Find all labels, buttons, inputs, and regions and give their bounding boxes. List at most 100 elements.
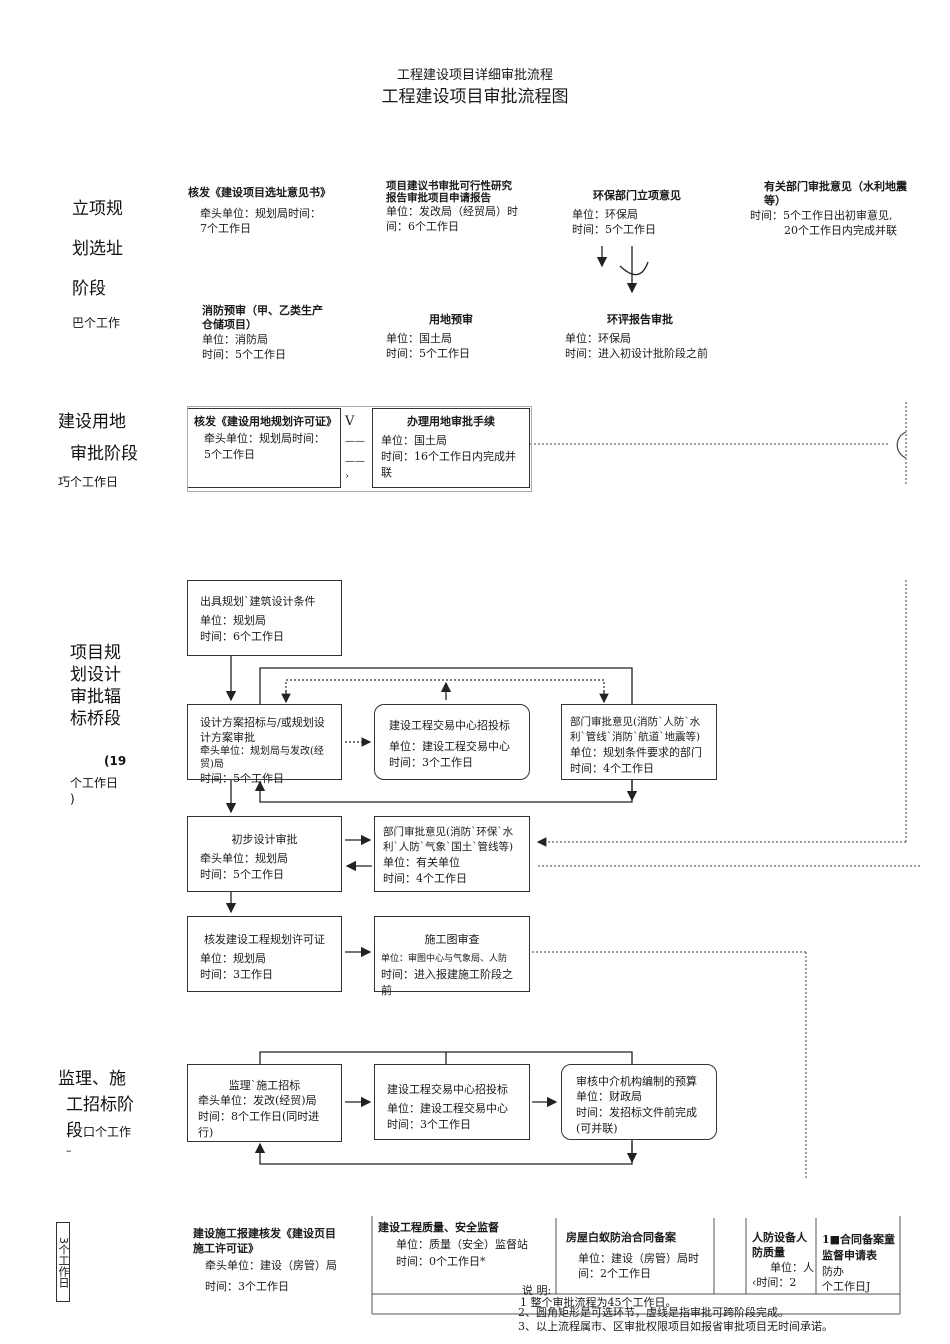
p5-contract-filing-unit: 防办: [822, 1265, 844, 1278]
p2-land-approval-title: 办理用地审批手续: [407, 415, 495, 428]
p2-land-approval-time: 时间：16个工作日内完成并联: [381, 450, 516, 479]
p1-fire-precheck: 消防预审（甲、乙类生产仓储项目） 单位：消防局 时间：5个工作日: [202, 304, 332, 362]
p2-marker: V —— —— ›: [345, 412, 369, 482]
p4-tender-center-title: 建设工程交易中心招投标: [387, 1083, 508, 1096]
p5-civil-defense-unit: 单位：人: [770, 1261, 814, 1274]
p3-design-conditions-title: 出具规划`建筑设计条件: [200, 595, 316, 608]
p1-env-opinion-unit: 单位：环保局: [572, 208, 638, 221]
p5-civil-defense-time: ‹时间：2: [752, 1276, 797, 1289]
p3-planning-permit-title: 核发建设工程规划许可证: [204, 933, 325, 946]
stage3-line3: 审批辐: [70, 687, 121, 707]
p1-eia-approval-time: 时间：进入初设计批阶段之前: [565, 347, 708, 360]
stage4-line1: 监理、施: [58, 1069, 126, 1089]
p5-contract-filing: 1■合同备案童监督申请表 防办 个工作日J: [822, 1232, 898, 1294]
p1-env-opinion: 环保部门立项意见 单位：环保局 时间：5个工作日: [572, 188, 702, 237]
doc-subtitle: 工程建设项目详细审批流程: [396, 68, 553, 83]
stage2-line1: 建设用地: [58, 412, 126, 432]
p3-dept-opinion-title: 部门审批意见(消防`人防`水利`管线`消防`航道`地震等): [570, 716, 701, 743]
stage1-days: 巴个工作: [72, 316, 121, 330]
stage1-label: 立项规 划选址 阶段 巴个工作: [72, 197, 123, 335]
stage1-line3: 阶段: [72, 279, 106, 299]
p3-dept-opinion: 部门审批意见(消防`人防`水利`管线`消防`航道`地震等) 单位：规划条件要求的…: [561, 704, 717, 780]
p2-land-use-permit-title: 核发《建设用地规划许可证》: [194, 415, 337, 428]
stage3-line4: 标桥段: [70, 709, 121, 729]
stage1-line1: 立项规: [72, 199, 123, 219]
p3-tender-center: 建设工程交易中心招投标 单位：建设工程交易中心 时间：3个工作日: [374, 704, 530, 780]
p4-budget-review-unit: 单位：财政局: [576, 1090, 642, 1103]
p1-site-permit-unit: 牵头单位：规划局时间：: [200, 207, 321, 220]
p1-feasibility: 项目建议书审批可行性研究报告审批项目申请报告 单位：发改局（经贸局）时间：6个工…: [386, 180, 518, 234]
p1-feasibility-unit: 单位：发改局（经贸局）时间：6个工作日: [386, 205, 518, 233]
p2-land-use-permit-unit: 牵头单位：规划局时间：: [204, 432, 325, 445]
p3-planning-permit-unit: 单位：规划局: [200, 952, 266, 965]
p1-other-depts: 有关部门审批意见（水利地震等） 时间：5个工作日出初审意见, 20个工作日内完成…: [750, 180, 910, 238]
p4-tender-center-unit: 单位：建设工程交易中心: [387, 1102, 508, 1115]
p3-scheme-approval-unit: 牵头单位：规划局与发改(经贸)局: [200, 746, 324, 770]
stage3-tail: ): [70, 792, 75, 806]
p5-construction-permit-unit: 牵头单位：建设（房管）局: [205, 1259, 337, 1272]
p1-fire-precheck-time: 时间：5个工作日: [202, 348, 286, 361]
stage1-merge-arrow: [596, 246, 649, 294]
p4-budget-review-time: 时间：发招标文件前完成(可并联): [576, 1106, 697, 1135]
p3-preliminary-design-unit: 牵头单位：规划局: [200, 852, 288, 865]
p5-contract-filing-time: 个工作日J: [822, 1280, 871, 1293]
p4-construction-tender: 监理`施工招标 牵头单位：发改(经贸)局 时间：8个工作日(同时进行): [187, 1064, 342, 1142]
stage1-line2: 划选址: [72, 239, 123, 259]
p3-drawing-review-title: 施工图审查: [424, 933, 480, 946]
stage3-line2: 划设计: [70, 665, 121, 685]
stage4-days: 个工作: [95, 1125, 132, 1139]
p5-construction-permit: 建设施工报建核发《建设页目施工许可证》 牵头单位：建设（房管）局 时间：3个工作…: [193, 1226, 343, 1294]
notes-head: 说 明:: [522, 1284, 552, 1297]
p1-land-precheck-unit: 单位：国土局: [386, 332, 452, 345]
stage3-days: 个工作日: [70, 776, 119, 790]
p5-quality-safety-title: 建设工程质量、安全监督: [378, 1221, 499, 1234]
p3-tender-center-time: 时间：3个工作日: [389, 756, 473, 769]
p5-construction-permit-title: 建设施工报建核发《建设页目施工许可证》: [193, 1227, 336, 1255]
p3-preliminary-design-title: 初步设计审批: [231, 833, 298, 846]
p2-land-approval-unit: 单位：国土局: [381, 434, 447, 447]
stage2-connectors: [530, 402, 907, 485]
p3-drawing-review-time: 时间：进入报建施工阶段之前: [381, 968, 513, 997]
p5-civil-defense: 人防设备人防质量 单位：人 ‹时间：2: [752, 1230, 814, 1290]
p3-preliminary-design-time: 时间：5个工作日: [200, 868, 284, 881]
stage2-line2: 审批阶段: [70, 444, 138, 464]
p3-design-conditions: 出具规划`建筑设计条件 单位：规划局 时间：6个工作日: [187, 580, 342, 656]
p4-budget-review-title: 审核中介机构编制的预算: [576, 1075, 697, 1088]
doc-title: 工程建设项目审批流程图: [381, 87, 569, 107]
stage3-label: 项目规 划设计 审批辐 标桥段 (19 个工作日 ): [70, 642, 127, 806]
p2-marker-gt: ›: [345, 471, 349, 482]
p1-env-opinion-title: 环保部门立项意见: [593, 189, 681, 202]
p4-budget-review: 审核中介机构编制的预算 单位：财政局 时间：发招标文件前完成(可并联): [561, 1064, 717, 1140]
stage2-label: 建设用地 审批阶段 巧个工作日: [58, 410, 138, 494]
p1-other-depts-time: 时间：5个工作日出初审意见,: [750, 209, 893, 222]
p5-quality-safety-time: 时间：0个工作日*: [396, 1255, 486, 1268]
p5-quality-safety: 建设工程质量、安全监督 单位：质量（安全）监督站 时间：0个工作日*: [378, 1220, 528, 1269]
p3-planning-permit-time: 时间：3工作日: [200, 968, 273, 981]
p2-land-use-permit: 核发《建设用地规划许可证》 牵头单位：规划局时间： 5个工作日: [187, 408, 341, 488]
p3-preliminary-design: 初步设计审批 牵头单位：规划局 时间：5个工作日: [187, 816, 342, 892]
p1-feasibility-title: 项目建议书审批可行性研究报告审批项目申请报告: [386, 180, 512, 204]
p3-drawing-review: 施工图审查 单位：审图中心与气象局、人防 时间：进入报建施工阶段之前: [374, 916, 530, 997]
p1-site-permit: 核发《建设项目选址意见书》 牵头单位：规划局时间： 7个工作日: [188, 186, 338, 236]
stage3-num: (19: [104, 754, 127, 768]
p3-design-conditions-time: 时间：6个工作日: [200, 630, 284, 643]
p4-construction-tender-title: 监理`施工招标: [228, 1079, 301, 1092]
note-2: 2、圆角矩形是可选环节，虚线是指审批可跨阶段完成。: [518, 1306, 789, 1319]
p3-dept-opinion-2: 部门审批意见(消防`环保`水利`人防`气象`国土`管线等) 单位：有关单位 时间…: [374, 816, 530, 892]
p1-land-precheck: 用地预审 单位：国土局 时间：5个工作日: [386, 312, 516, 361]
p2-land-use-permit-time: 5个工作日: [204, 448, 255, 461]
p1-eia-approval-title: 环评报告审批: [607, 313, 673, 326]
p1-land-precheck-time: 时间：5个工作日: [386, 347, 470, 360]
p3-dept-opinion-2-title: 部门审批意见(消防`环保`水利`人防`气象`国土`管线等): [383, 826, 514, 853]
p2-marker-d1: ——: [345, 436, 365, 447]
p1-site-permit-time: 7个工作日: [200, 222, 251, 235]
p3-dept-opinion-2-time: 时间：4个工作日: [383, 872, 467, 885]
p3-planning-permit: 核发建设工程规划许可证 单位：规划局 时间：3工作日: [187, 916, 342, 992]
p4-construction-tender-time: 时间：8个工作日(同时进行): [198, 1110, 320, 1139]
stage3-line1: 项目规: [70, 643, 121, 663]
p4-tender-center-time: 时间：3个工作日: [387, 1118, 471, 1131]
p3-dept-opinion-unit: 单位：规划条件要求的部门: [570, 746, 702, 759]
stage4-line3: 段: [66, 1121, 83, 1141]
p5-termite-contract: 房屋白蚁防治合同备案 单位：建设（房管）局时间：2个工作日: [566, 1230, 708, 1281]
p4-construction-tender-unit: 牵头单位：发改(经贸)局: [198, 1094, 317, 1107]
